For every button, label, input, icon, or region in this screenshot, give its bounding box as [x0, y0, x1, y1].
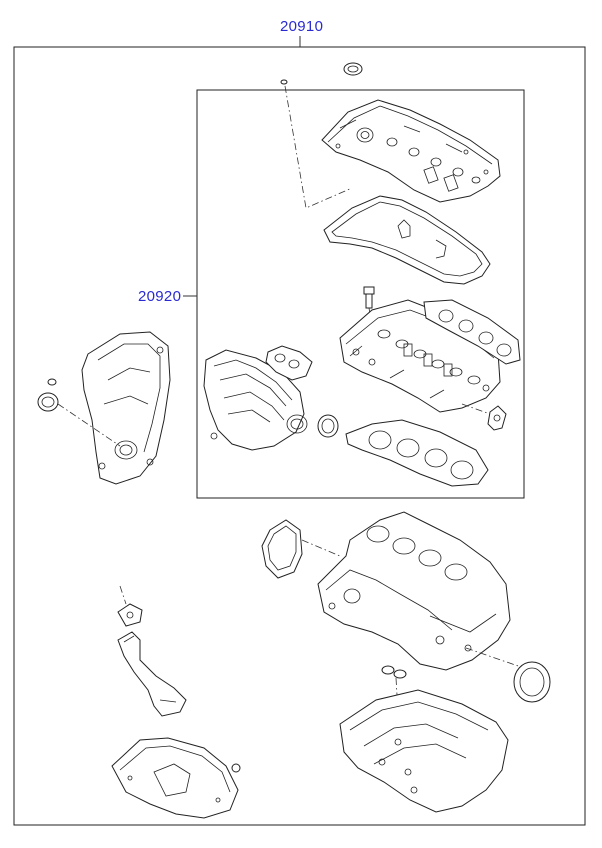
head-bolt[interactable] [363, 286, 375, 309]
dash-line-front-seal [57, 403, 121, 447]
oil-filler-cap-seal[interactable] [343, 62, 363, 76]
dash-line-pickup [119, 585, 127, 605]
exhaust-manifold-gasket[interactable] [423, 299, 521, 365]
dash-line-rear-seal [465, 647, 525, 669]
small-o-ring[interactable] [280, 79, 288, 85]
timing-chain-cover[interactable] [81, 331, 171, 485]
cover-o-ring[interactable] [47, 378, 57, 386]
throttle-body-gasket[interactable] [317, 414, 339, 438]
front-crankshaft-seal[interactable] [37, 392, 59, 412]
oil-pressure-seal[interactable] [381, 665, 407, 679]
oil-pickup-gasket[interactable] [117, 603, 143, 627]
thermostat-housing-gasket[interactable] [487, 405, 507, 431]
oil-pan[interactable] [111, 737, 239, 819]
oil-strainer[interactable] [117, 631, 187, 717]
intake-manifold[interactable] [203, 349, 308, 451]
cylinder-head-cover[interactable] [321, 99, 501, 203]
dash-line-water-pump [301, 539, 341, 557]
cylinder-block[interactable] [317, 511, 511, 671]
callout-outer-kit[interactable]: 20910 [280, 18, 324, 35]
water-pump-gasket[interactable] [261, 519, 303, 579]
cylinder-head-gasket[interactable] [345, 419, 489, 487]
dash-line-thermostat [461, 403, 491, 415]
inner-kit-frame [196, 89, 525, 499]
rocker-cover-gasket[interactable] [323, 195, 491, 285]
lower-crankcase[interactable] [339, 689, 509, 813]
intake-manifold-gasket[interactable] [265, 345, 313, 381]
drain-plug[interactable] [231, 763, 241, 773]
rear-crankshaft-seal[interactable] [513, 661, 551, 703]
callout-inner-kit[interactable]: 20920 [138, 288, 182, 305]
